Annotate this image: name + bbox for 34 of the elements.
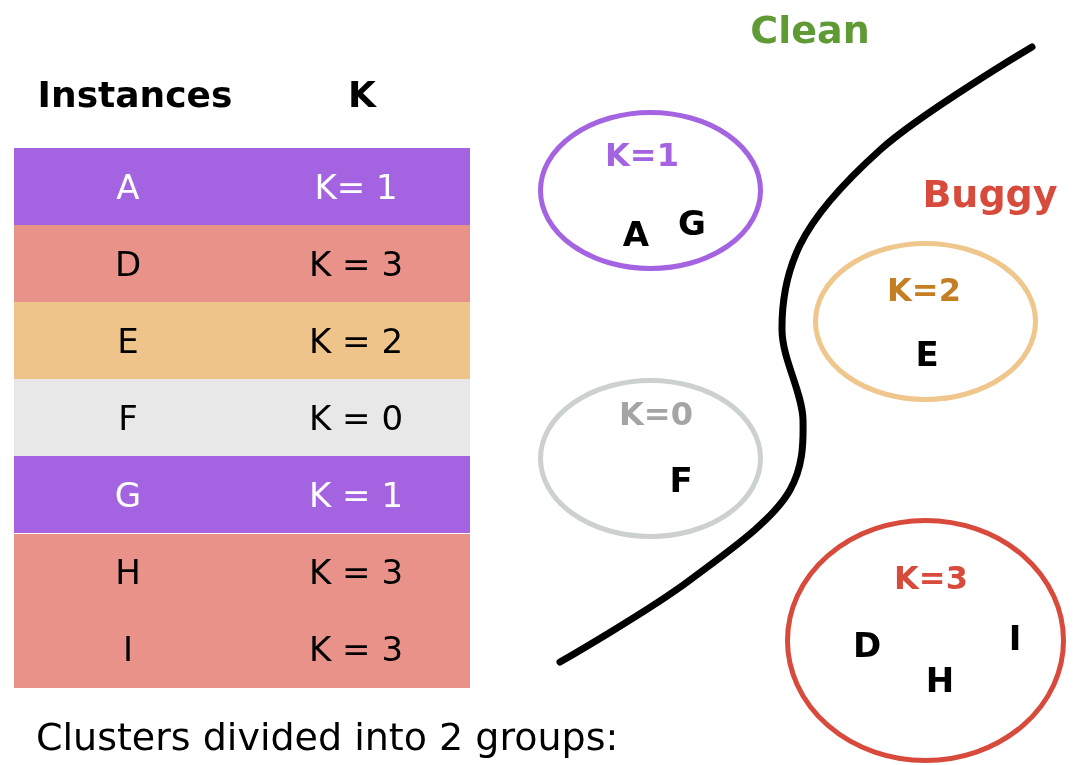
k-value-cell: K = 3 bbox=[242, 533, 470, 611]
region-label: Buggy bbox=[922, 175, 1058, 213]
k-value-cell: K = 0 bbox=[242, 379, 470, 457]
cluster-ellipse bbox=[537, 377, 763, 539]
k-value-cell: K = 3 bbox=[242, 225, 470, 303]
k-value-cell: K= 1 bbox=[242, 148, 470, 226]
summary-text: Clusters divided into 2 groups: bbox=[36, 718, 619, 756]
instance-label: A bbox=[622, 217, 650, 251]
cluster-label: K=1 bbox=[605, 139, 679, 171]
cluster-ellipse bbox=[784, 517, 1066, 763]
k-value-cell: K = 2 bbox=[242, 302, 470, 380]
instance-cell: I bbox=[14, 610, 242, 688]
cluster-ellipse bbox=[537, 109, 763, 271]
region-label: Clean bbox=[750, 11, 870, 49]
cluster-label: K=3 bbox=[894, 562, 968, 594]
column-header: Instances bbox=[37, 77, 233, 113]
cluster-label: K=2 bbox=[887, 274, 961, 306]
cluster-ellipse bbox=[812, 240, 1038, 402]
instance-label: E bbox=[915, 337, 939, 371]
instance-label: G bbox=[678, 206, 706, 240]
instance-label: D bbox=[852, 628, 882, 662]
instance-cell: F bbox=[14, 379, 242, 457]
column-header: K bbox=[348, 77, 376, 113]
instance-cell: G bbox=[14, 456, 242, 534]
k-value-cell: K = 3 bbox=[242, 610, 470, 688]
cluster-label: K=0 bbox=[619, 398, 693, 430]
instance-cell: A bbox=[14, 148, 242, 226]
instance-cell: E bbox=[14, 302, 242, 380]
instance-cell: D bbox=[14, 225, 242, 303]
instance-label: I bbox=[1008, 621, 1022, 655]
k-value-cell: K = 1 bbox=[242, 456, 470, 534]
instance-label: F bbox=[669, 463, 693, 497]
instance-cell: H bbox=[14, 533, 242, 611]
instance-label: H bbox=[925, 663, 955, 697]
